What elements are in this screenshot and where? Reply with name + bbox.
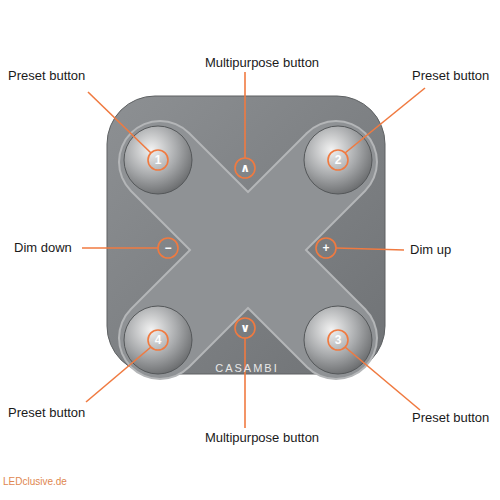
brand-name: CASAMBI: [215, 362, 279, 374]
callout-label: Dim down: [14, 240, 72, 255]
button-number: 1: [155, 154, 162, 166]
button-symbol: ∧: [240, 162, 250, 174]
button-number: 3: [335, 334, 342, 346]
button-number: 2: [335, 154, 342, 166]
button-symbol: −: [164, 242, 171, 254]
callout-label: Preset button: [8, 405, 85, 420]
button-symbol: +: [322, 242, 329, 254]
callout-label: Preset button: [8, 68, 85, 83]
callout-label: Dim up: [410, 242, 451, 257]
button-symbol: ∨: [240, 322, 250, 334]
button-number: 4: [155, 334, 162, 346]
callout-label: Multipurpose button: [205, 430, 319, 445]
callout-label: Preset button: [412, 68, 489, 83]
callout-label: Multipurpose button: [205, 55, 319, 70]
callout-label: Preset button: [412, 410, 489, 425]
watermark: LEDclusive.de: [3, 476, 67, 487]
